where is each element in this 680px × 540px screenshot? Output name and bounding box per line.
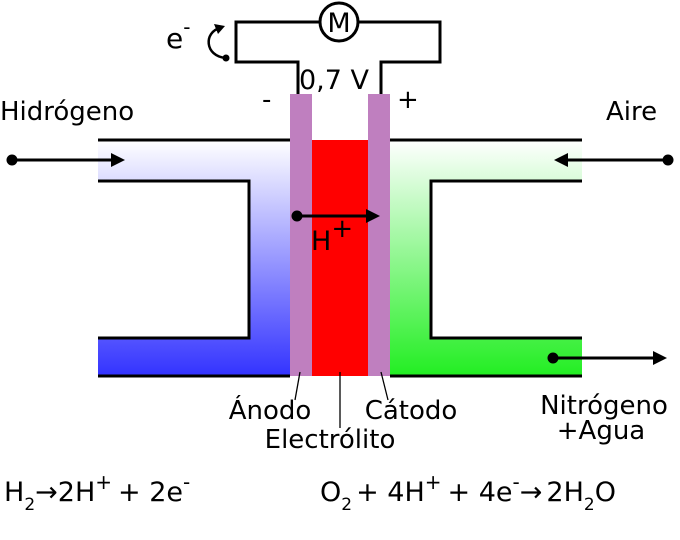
proton-flow-arrow <box>291 209 380 223</box>
electron-label: e- <box>166 15 190 55</box>
anode-label: Ánodo <box>229 394 312 426</box>
hydrogen-label: Hidrógeno <box>0 97 134 127</box>
anode-equation: H2→2H++ 2e- <box>4 470 190 515</box>
motor-label: M <box>327 8 350 39</box>
cathode-equation: O2+ 4H++ 4e-→2H2O <box>320 470 616 515</box>
anode-sign: - <box>262 85 271 115</box>
hydrogen-channel <box>98 140 290 376</box>
proton-label: H+ <box>311 214 353 257</box>
external-circuit-wire <box>234 20 442 94</box>
air-inlet-arrow <box>554 153 674 167</box>
air-channel-walls <box>390 138 582 378</box>
hydrogen-channel-walls <box>98 138 290 378</box>
motor-symbol <box>318 1 360 43</box>
electrolyte-label: Electrólito <box>265 425 396 455</box>
outlet-label-line1: Nitrógeno <box>540 391 668 421</box>
cathode-sign: + <box>397 85 419 115</box>
anode <box>290 94 312 376</box>
leader-lines <box>294 371 389 428</box>
electron-flow-arrow <box>207 26 227 60</box>
outlet-label-line2: +Agua <box>557 416 646 446</box>
voltage-label: 0,7 V <box>299 65 370 96</box>
hydrogen-inlet-arrow <box>6 153 125 167</box>
air-label: Aire <box>606 97 657 127</box>
electrolyte <box>312 140 368 376</box>
electron-flow-arrowhead <box>214 24 225 34</box>
air-channel <box>390 140 582 376</box>
electron-flow-dot <box>222 54 230 62</box>
cathode <box>368 94 390 376</box>
cathode-label: Cátodo <box>365 396 458 426</box>
outlet-arrow <box>547 351 667 365</box>
